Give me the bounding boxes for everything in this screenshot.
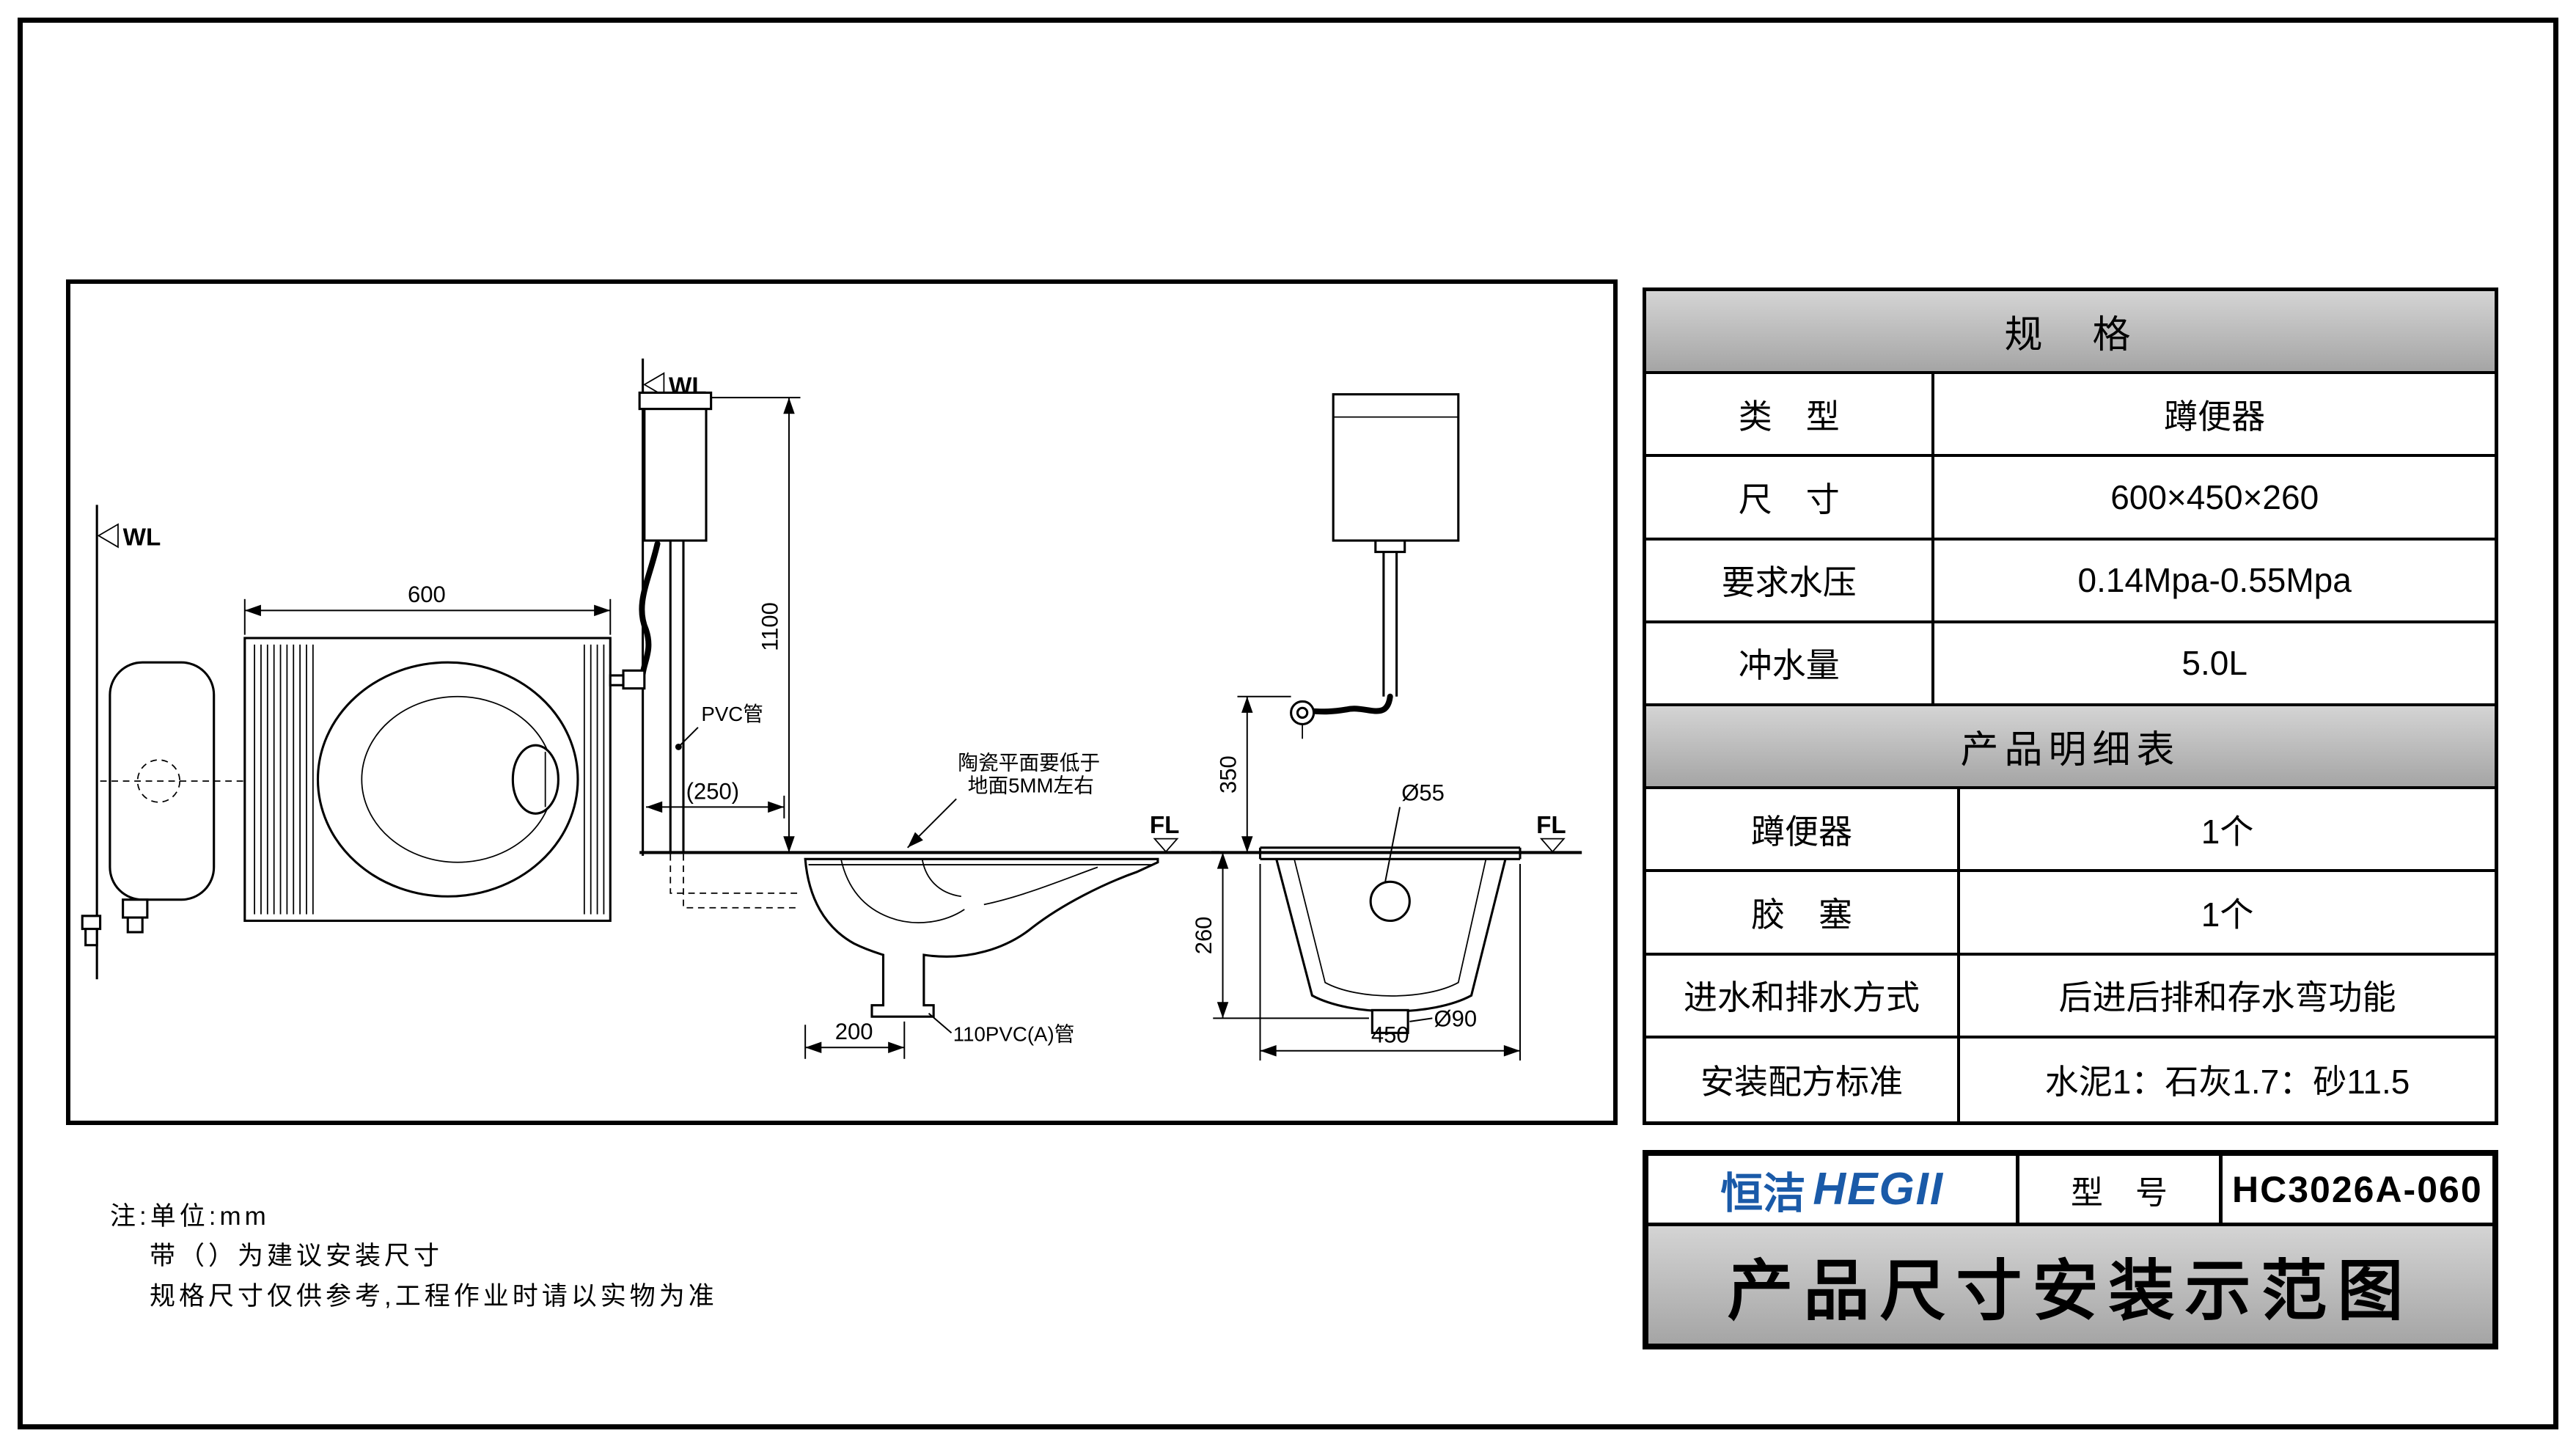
floor-marker-icon [1153, 838, 1179, 853]
tank-front-view [1332, 393, 1460, 542]
spud-hole [1369, 880, 1411, 923]
model-label: 型 号 [2019, 1156, 2223, 1223]
detail-row-mortar: 安装配方标准 水泥1：石灰1.7：砂11.5 [1646, 1038, 2495, 1121]
brand-name-en: HEGII [1813, 1164, 1945, 1215]
spec-row-value: 5.0L [2181, 644, 2247, 683]
spec-row-flush: 冲水量 5.0L [1646, 623, 2495, 706]
drain-pipe-label: 110PVC(A)管 [953, 1022, 1075, 1045]
pan-drain-top [511, 744, 559, 815]
floor-label-right: FL [1536, 812, 1566, 839]
tank-lid-side [638, 391, 713, 411]
pan-side-profile [804, 857, 1159, 1018]
floor-marker-icon [1539, 838, 1566, 853]
dim-450-label: 450 [1371, 1022, 1409, 1048]
notes: 注:单位:mm 带（）为建议安装尺寸 规格尺寸仅供参考,工程作业时请以实物为准 [110, 1197, 718, 1316]
detail-row-value: 后进后排和存水弯功能 [2058, 978, 2396, 1017]
detail-row-label: 蹲便器 [1646, 789, 1961, 870]
outlet-stub [1370, 1008, 1409, 1034]
detail-row-value: 1个 [2201, 895, 2254, 934]
inlet-hose-front [1307, 693, 1393, 715]
detail-header: 产品明细表 [1646, 706, 2495, 790]
detail-row-label: 安装配方标准 [1646, 1038, 1961, 1121]
spec-row-label: 冲水量 [1646, 623, 1935, 703]
dia-55-label: Ø55 [1401, 780, 1445, 806]
angle-valve-side [622, 669, 646, 690]
detail-row-value: 水泥1：石灰1.7：砂11.5 [2044, 1063, 2410, 1102]
dim-600-label: 600 [408, 582, 446, 607]
spec-row-label: 要求水压 [1646, 540, 1935, 620]
pan-ribs-right [583, 644, 605, 915]
dim-1100-label: 1100 [757, 602, 782, 651]
sheet-title: 产品尺寸安装示范图 [1648, 1226, 2492, 1344]
inlet-hose-side [639, 541, 661, 677]
detail-row-plug: 胶 塞 1个 [1646, 872, 2495, 956]
wall-line-marker-icon [97, 523, 119, 549]
wall-line-marker-icon [643, 372, 665, 398]
ceramic-note-line1: 陶瓷平面要低于 [958, 751, 1100, 774]
drawing-svg: WL 600 [81, 358, 1582, 1061]
detail-row-value: 1个 [2201, 812, 2254, 851]
wall-label-left: WL [123, 524, 161, 552]
spec-row-value: 0.14Mpa-0.55Mpa [2077, 561, 2352, 600]
detail-row-label: 胶 塞 [1646, 872, 1961, 953]
model-value: HC3026A-060 [2232, 1168, 2483, 1210]
pan-ribs-left [254, 644, 314, 915]
title-block-top: 恒洁 HEGII 型 号 HC3026A-060 [1648, 1156, 2492, 1226]
front-view: FL Ø55 Ø90 350 [1191, 393, 1582, 1061]
technical-drawing: WL 600 [66, 279, 1618, 1125]
spec-row-type: 类 型 蹲便器 [1646, 374, 2495, 458]
note-disclaimer: 规格尺寸仅供参考,工程作业时请以实物为准 [150, 1281, 718, 1311]
note-suggest: 带（）为建议安装尺寸 [150, 1242, 444, 1271]
floor-label-mid: FL [1150, 812, 1180, 839]
dim-200-label: 200 [835, 1019, 873, 1044]
spec-header: 规 格 [1646, 291, 2495, 375]
detail-row-inlet-outlet: 进水和排水方式 后进后排和存水弯功能 [1646, 955, 2495, 1038]
spec-row-size: 尺 寸 600×450×260 [1646, 457, 2495, 541]
concealed-pipe [669, 854, 801, 909]
spec-row-pressure: 要求水压 0.14Mpa-0.55Mpa [1646, 540, 2495, 623]
tank-side-view [643, 408, 708, 542]
side-view: WL FL [609, 358, 1220, 1059]
spec-row-value: 蹲便器 [2164, 397, 2266, 436]
brand-name-cn: 恒洁 [1720, 1169, 1806, 1217]
dia-90-label: Ø90 [1434, 1005, 1478, 1031]
detail-row-label: 进水和排水方式 [1646, 955, 1961, 1036]
brand-logo: 恒洁 HEGII [1648, 1156, 2020, 1223]
detail-row-pan: 蹲便器 1个 [1646, 789, 2495, 873]
top-view: WL 600 [81, 505, 612, 980]
note-unit: 注:单位:mm [110, 1202, 270, 1231]
dim-260-label: 260 [1191, 917, 1217, 955]
spec-row-label: 尺 寸 [1646, 457, 1935, 538]
title-block: 恒洁 HEGII 型 号 HC3026A-060 产品尺寸安装示范图 [1643, 1150, 2498, 1349]
pvc-pipe-label: PVC管 [701, 703, 763, 725]
spec-row-label: 类 型 [1646, 374, 1935, 455]
dim-350-label: 350 [1215, 755, 1241, 794]
dim-250-label: (250) [686, 778, 739, 804]
ceramic-note-line2: 地面5MM左右 [968, 774, 1094, 796]
spec-table: 规 格 类 型 蹲便器 尺 寸 600×450×260 要求水压 0.14Mpa… [1643, 287, 2498, 1125]
pan-bowl-outer [316, 661, 579, 898]
spec-row-value: 600×450×260 [2110, 477, 2319, 516]
